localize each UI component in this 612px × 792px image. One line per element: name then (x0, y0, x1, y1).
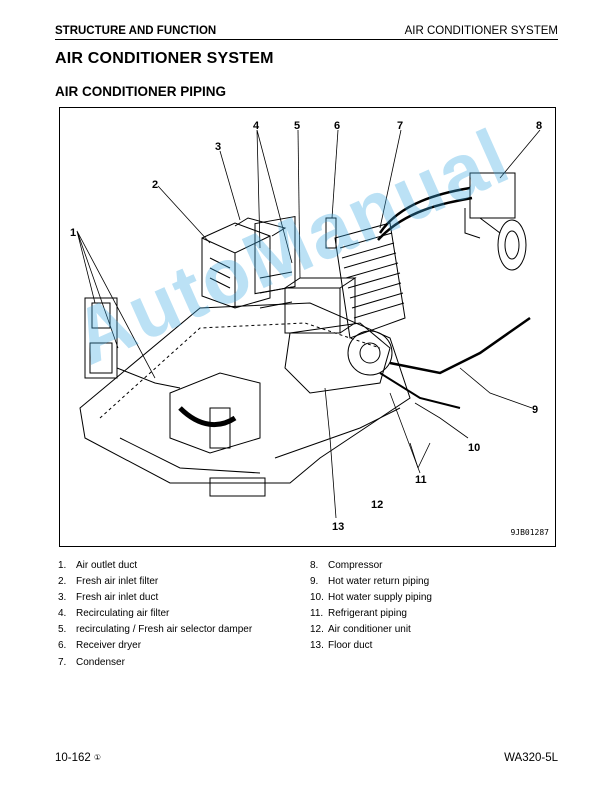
legend-text: Air outlet duct (76, 560, 138, 571)
callout-6: 6 (334, 120, 340, 132)
refrigerant-hose (378, 186, 471, 234)
fresh-air-inlet-duct-shape (234, 217, 287, 237)
legend-text: Receiver dryer (76, 640, 142, 652)
air-outlet-duct-shape (84, 297, 118, 379)
callout-3: 3 (215, 141, 221, 153)
legend-text: recirculating / Fresh air selector dampe… (76, 624, 253, 636)
ac-unit-shape (284, 322, 391, 394)
header-chapter-title: AIR CONDITIONER SYSTEM (404, 25, 558, 37)
legend-number: 13. (310, 640, 324, 652)
page-subtitle: AIR CONDITIONER PIPING (55, 84, 227, 99)
floor-plate (79, 302, 411, 484)
legend-number: 2. (58, 576, 67, 588)
legend-item: 6. Receiver dryer (58, 638, 252, 654)
hot-water-return-pipe (389, 316, 531, 375)
legend-text: Condenser (76, 656, 125, 668)
legend-left: 1. Air outlet duct 2. Fresh air inlet filt… (58, 558, 252, 671)
legend-item: 11. Refrigerant piping (310, 606, 432, 622)
legend-item: 4. Recirculating air filter (58, 606, 252, 622)
legend-number: 3. (58, 592, 67, 604)
legend-text: Air conditioner unit (328, 624, 411, 636)
callout-10: 10 (468, 442, 480, 454)
callout-8: 8 (536, 120, 542, 132)
callout-12: 12 (371, 499, 383, 511)
legend-number: 9. (310, 576, 319, 588)
hot-water-supply-pipe (379, 372, 461, 409)
legend-item: 12. Air conditioner unit (310, 622, 432, 638)
legend-number: 1. (58, 560, 67, 571)
legend-item: 9. Hot water return piping (310, 574, 432, 590)
callout-11: 11 (415, 474, 427, 486)
recirculating-filter-shape (254, 215, 296, 295)
page-title: AIR CONDITIONER SYSTEM (55, 50, 274, 67)
legend-text: Floor duct (328, 640, 373, 652)
legend-number: 8. (310, 560, 319, 571)
receiver-dryer-shape (325, 217, 337, 249)
legend-number: 11. (310, 608, 324, 620)
blower-shape (347, 330, 393, 376)
piping-illustration: 1 2 3 4 5 6 7 8 9 10 11 12 13 (70, 120, 542, 533)
figure-code: 9JB01287 (510, 528, 549, 537)
header-rule (55, 39, 558, 40)
piping-diagram: 1 2 3 4 5 6 7 8 9 10 11 12 13 9JB01287 (59, 107, 556, 547)
floor-duct-shape (169, 372, 261, 454)
legend-text: Fresh air inlet filter (76, 576, 159, 588)
footer-model: WA320-5L (504, 752, 558, 764)
legend-item: 5. recirculating / Fresh air selector dam… (58, 622, 252, 638)
page-number: 10-162 (55, 752, 91, 764)
legend-item: 7. Condenser (58, 655, 252, 671)
legend-number: 4. (58, 608, 67, 620)
legend-text: Fresh air inlet duct (76, 592, 159, 604)
legend-number: 12. (310, 624, 324, 636)
legend-text: Hot water supply piping (328, 592, 432, 604)
legend-item: 1. Air outlet duct (58, 558, 252, 574)
callout-7: 7 (397, 120, 403, 132)
legend-number: 6. (58, 640, 67, 652)
compressor-shape (464, 172, 527, 271)
legend-item: 3. Fresh air inlet duct (58, 590, 252, 606)
legend-number: 10. (310, 592, 324, 604)
callout-13: 13 (332, 521, 344, 533)
callout-5: 5 (294, 120, 300, 132)
legend-item: 8. Compressor (310, 558, 432, 574)
revision-mark: ① (93, 753, 101, 762)
callout-2: 2 (152, 179, 158, 191)
callout-1: 1 (70, 227, 76, 239)
legend-text: Compressor (328, 560, 383, 571)
fresh-air-inlet-filter-shape (201, 222, 271, 309)
legend-text: Recirculating air filter (76, 608, 170, 620)
legend-right: 8. Compressor 9. Hot water return piping 1… (310, 558, 432, 655)
legend-item: 10. Hot water supply piping (310, 590, 432, 606)
damper-shape (284, 287, 341, 334)
legend-item: 13. Floor duct (310, 638, 432, 654)
header-section-title: STRUCTURE AND FUNCTION (55, 25, 217, 37)
legend-number: 5. (58, 624, 67, 636)
legend-text: Hot water return piping (328, 576, 430, 588)
legend-text: Refrigerant piping (328, 608, 407, 620)
condenser-shape (334, 222, 406, 339)
legend-item: 2. Fresh air inlet filter (58, 574, 252, 590)
callout-9: 9 (532, 404, 538, 416)
callout-4: 4 (253, 120, 260, 132)
legend-number: 7. (58, 656, 67, 668)
